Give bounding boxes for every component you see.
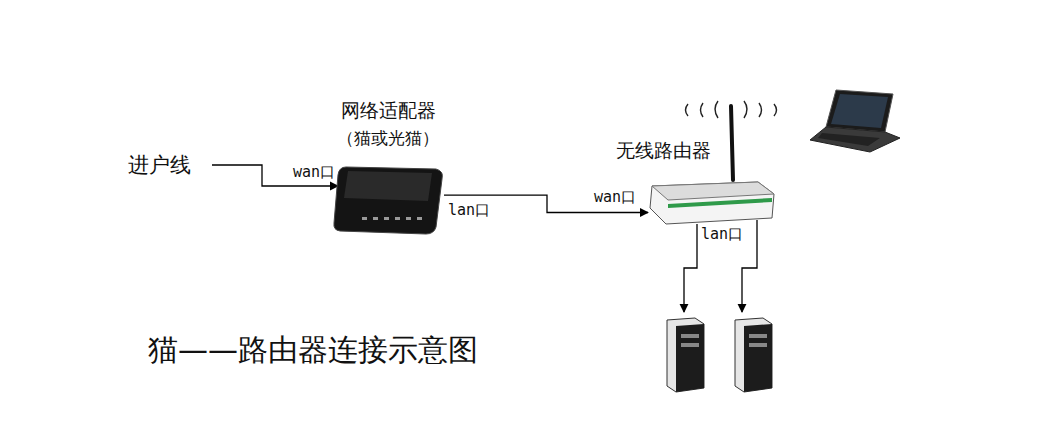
- pc-tower: [667, 318, 704, 392]
- port-label: lan口: [448, 201, 490, 220]
- led: [406, 217, 411, 220]
- port-label: 进户线: [128, 151, 191, 179]
- led: [362, 217, 367, 220]
- node-heading: 无线路由器: [598, 138, 728, 164]
- led: [395, 217, 400, 220]
- pc-tower: [735, 318, 772, 392]
- port-label: wan口: [594, 188, 636, 207]
- modem-device: [332, 165, 444, 235]
- port-label: lan口: [701, 225, 743, 244]
- node-heading: （猫或光猫）: [312, 127, 464, 150]
- device-node: 无线路由器: [648, 178, 776, 224]
- wifi-waves: [686, 101, 777, 118]
- node-heading: 网络适配器: [312, 98, 464, 124]
- router-body: [650, 182, 774, 224]
- router-stripe: [668, 198, 772, 208]
- diagram-title: 猫——路由器连接示意图: [148, 330, 478, 371]
- led: [373, 217, 378, 220]
- laptop: [810, 90, 900, 152]
- router-top: [652, 182, 774, 200]
- modem-body: [334, 167, 443, 234]
- port-label: wan口: [293, 163, 335, 182]
- router-device: [648, 178, 776, 224]
- led: [417, 217, 422, 220]
- modem-top: [344, 171, 432, 201]
- lan-wire: [742, 220, 757, 312]
- led: [384, 217, 389, 220]
- antenna: [731, 106, 733, 180]
- device-node: 网络适配器（猫或光猫）: [332, 165, 444, 235]
- lan-wire: [684, 224, 697, 312]
